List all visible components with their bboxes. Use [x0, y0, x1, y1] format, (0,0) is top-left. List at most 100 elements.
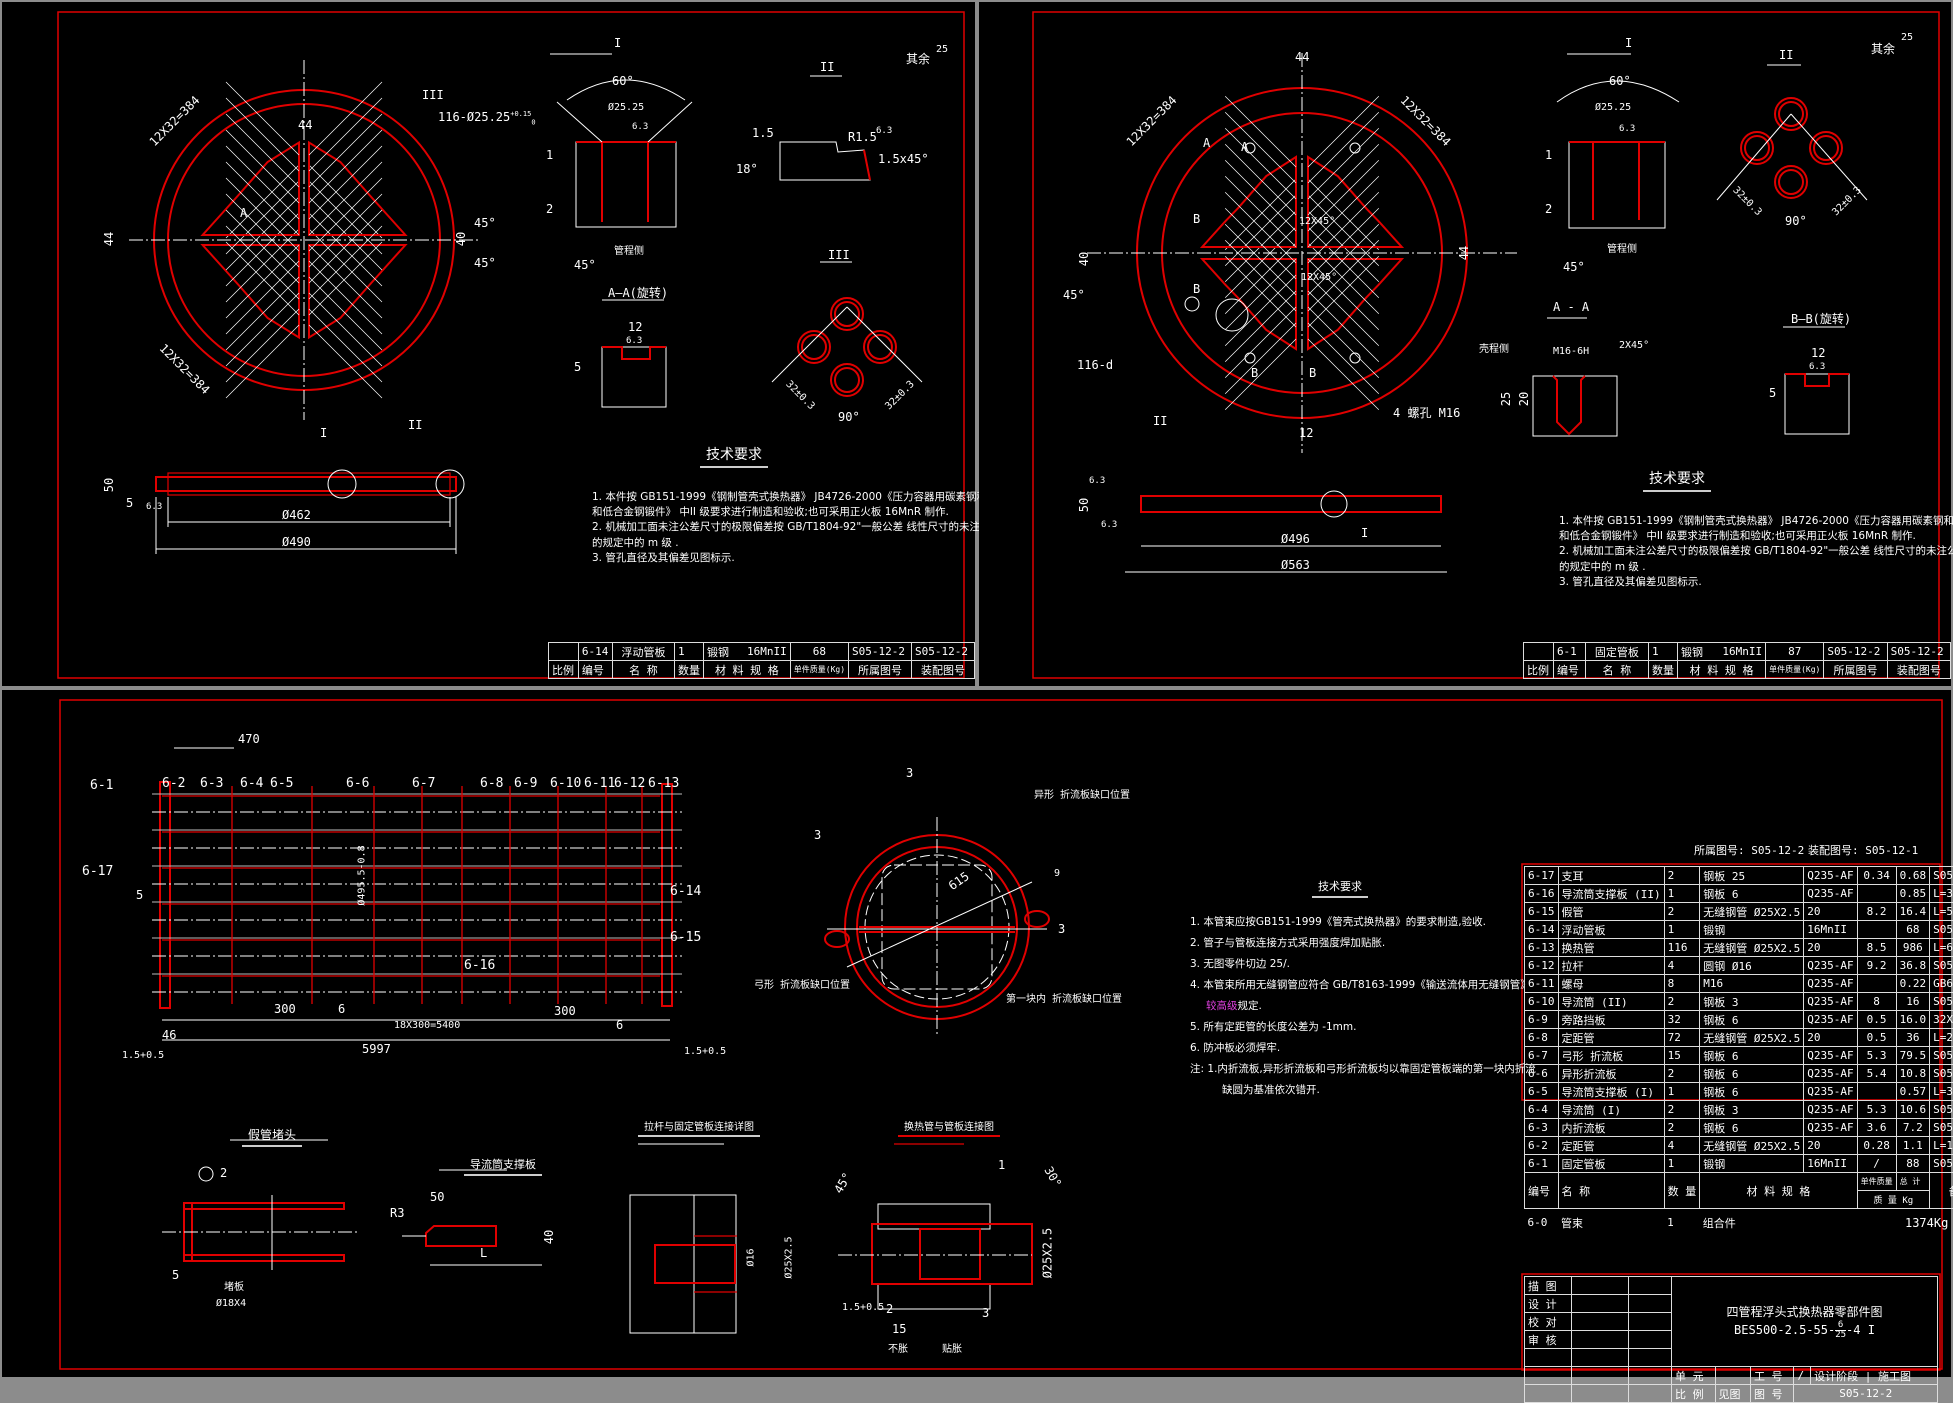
tb-drawing-title: 四管程浮头式换热器零部件图 [1675, 1303, 1934, 1321]
bom-cell-mat: Q235-AF [1804, 1101, 1857, 1119]
tech-req-line: 和低合金钢锻件》 中II 级要求进行制造和验收;也可采用正火板 16MnR 制作… [1559, 529, 1953, 544]
tube-joint-dim-2: 2 [886, 1302, 893, 1316]
bom-cell-mat: 20 [1804, 1029, 1857, 1047]
bom-cell-unit: 0.28 [1857, 1137, 1896, 1155]
tube-grid-line [1225, 96, 1296, 167]
dim-40: 40 [1077, 252, 1091, 266]
tube-grid-line [226, 114, 299, 187]
note-line: 注: 1.内折流板,异形折流板和弓形折流板均以靠固定管板端的第一块内折流 [1190, 1059, 1536, 1080]
section-mark-A1: A [1203, 136, 1210, 150]
tube-joint-dim-15: 15 [892, 1322, 906, 1336]
viewport-floating-tubesheet[interactable]: 其余 25 12X32=384 12X32=384 44 44 40 45° 4… [2, 2, 975, 686]
dim-6-right: 6 [616, 1018, 623, 1032]
part-titleblock: 6-1 固定管板 1 锻钢 16MnII 87 S05-12-2 S05-12-… [1523, 642, 1951, 679]
detail-I-note: 管程侧 [614, 242, 644, 257]
bom-cell-total: 986 [1896, 939, 1930, 957]
bom-cell-total: 36 [1896, 1029, 1930, 1047]
part-callout: 6-11 [584, 776, 615, 791]
tube-grid-line [226, 226, 299, 299]
tube-grid-line [309, 226, 382, 299]
bom-cell-total: 16.0 [1896, 1011, 1930, 1029]
note-inner-baffle: 第一块内 折流板缺口位置 [1006, 990, 1122, 1005]
bom-cell-mat: 16MnII [1804, 921, 1857, 939]
bom-cell-mat: Q235-AF [1804, 975, 1857, 993]
detail-ref-II: II [1153, 414, 1167, 428]
bom-cell-no: 6-13 [1525, 939, 1559, 957]
bom-cell-name: 定距管 [1558, 1137, 1664, 1155]
tierod-detail-title: 拉杆与固定管板连接详图 [638, 1118, 760, 1137]
bom-cell-no: 6-7 [1525, 1047, 1559, 1065]
part-callout: 6-5 [270, 776, 293, 791]
tube-grid-line [1225, 243, 1296, 314]
tb-header: 所属图号 [1824, 661, 1887, 679]
bom-cell-remark: S05-12-4 [1930, 1119, 1953, 1137]
bom-cell-qty: 4 [1664, 957, 1700, 975]
tb-ref-drawing: S05-12-2 [1824, 643, 1887, 661]
part-callout: 6-7 [412, 776, 435, 791]
viewport-fixed-tubesheet[interactable]: 其余 25 12X32=384 12X32=384 44 44 40 45° 1… [979, 2, 1951, 686]
tb-drawing-no: S05-12-2 [1794, 1385, 1938, 1403]
bom-header: 单件质量 [1857, 1173, 1896, 1191]
section-BB-width: 12 [1811, 346, 1825, 360]
tube-grid-line [226, 242, 299, 315]
side-roughness-1: 6.3 [1089, 476, 1105, 486]
tech-req-line: 2. 机械加工面未注公差尺寸的极限偏差按 GB/T1804-92"一般公差 线性… [1559, 544, 1953, 559]
tb-header: 数量 [675, 661, 704, 679]
tube-grid-line [1225, 240, 1296, 311]
tube-grid-line [1308, 291, 1379, 362]
section-BB-roughness: 6.3 [1809, 362, 1825, 372]
bom-cell-name: 导流筒 (I) [1558, 1101, 1664, 1119]
section-AA-depth-20: 20 [1517, 392, 1531, 406]
tb-qty: 1 [675, 643, 704, 661]
tech-req-line: 3. 管孔直径及其偏差见图标示. [592, 551, 1006, 566]
section-mark-B2: B [1193, 282, 1200, 296]
part-callout: 6-8 [480, 776, 503, 791]
bom-cell-unit [1857, 885, 1896, 903]
bom-cell-spec: 无缝钢管 Ø25X2.5 [1700, 1137, 1804, 1155]
titleblock-headers-row: 比例 编号 名 称 数量 材 料 规 格 单件质量(Kg) 所属图号 装配图号 [1524, 661, 1951, 679]
dim-300-left: 300 [274, 1002, 296, 1016]
tube-grid-line [309, 114, 382, 187]
tube-joint-dim-1-5: 1.5+0.5 [842, 1302, 884, 1313]
bom-cell-name: 导流筒支撑板 (II) [1558, 885, 1664, 903]
section-BB-depth: 5 [1769, 386, 1776, 400]
bom-cell-mat: Q235-AF [1804, 993, 1857, 1011]
tb-header: 编号 [578, 661, 612, 679]
part-callout: 6-6 [346, 776, 369, 791]
detail-I-dim-45: 45° [574, 258, 596, 272]
bom-cell-no: 6-10 [1525, 993, 1559, 1011]
roughness-value: 25 [936, 44, 948, 55]
bom-cell-spec: 圆钢 Ø16 [1700, 957, 1804, 975]
assembly-spec: 组合件 [1700, 1209, 1857, 1237]
dim-d563: Ø563 [1281, 558, 1310, 572]
tb-header: 材 料 规 格 [1678, 661, 1766, 679]
side-roughness-2: 6.3 [1101, 520, 1117, 530]
bom-cell-no: 6-4 [1525, 1101, 1559, 1119]
bom-cell-qty: 1 [1664, 885, 1700, 903]
tube-grid-line [309, 210, 382, 283]
bom-cell-unit [1857, 921, 1896, 939]
note-line: 缺圆为基准依次错开. [1190, 1080, 1536, 1101]
tech-req-title: 技术要求 [1312, 878, 1368, 898]
dim-45: 45° [1063, 288, 1085, 302]
bom-cell-unit: 8 [1857, 993, 1896, 1011]
assembly-no: 6-0 [1525, 1209, 1559, 1237]
section-mark-A: A [240, 206, 247, 220]
bom-cell-spec: 钢板 6 [1700, 885, 1804, 903]
bom-cell-spec: 钢板 25 [1700, 867, 1804, 885]
tb-role-design: 设 计 [1525, 1295, 1572, 1313]
bom-cell-total: 88 [1896, 1155, 1930, 1173]
detail-I-roughness: 6.3 [1619, 124, 1635, 134]
bom-header-row: 编号 名 称 数 量 材 料 规 格 单件质量 总 计 备 注 [1525, 1173, 1953, 1191]
bom-cell-total: 68 [1896, 921, 1930, 939]
bom-cell-spec: 无缝钢管 Ø25X2.5 [1700, 903, 1804, 921]
tube-joint-title: 换热管与管板连接图 [898, 1118, 1000, 1137]
ref-drawing: 所属图号: S05-12-2 [1694, 842, 1804, 858]
tube-grid-line [226, 162, 299, 235]
tb-role-check: 校 对 [1525, 1313, 1572, 1331]
bom-cell-name: 内折流板 [1558, 1119, 1664, 1137]
part-titleblock: 6-14 浮动管板 1 锻钢 16MnII 68 S05-12-2 S05-12… [548, 642, 975, 679]
